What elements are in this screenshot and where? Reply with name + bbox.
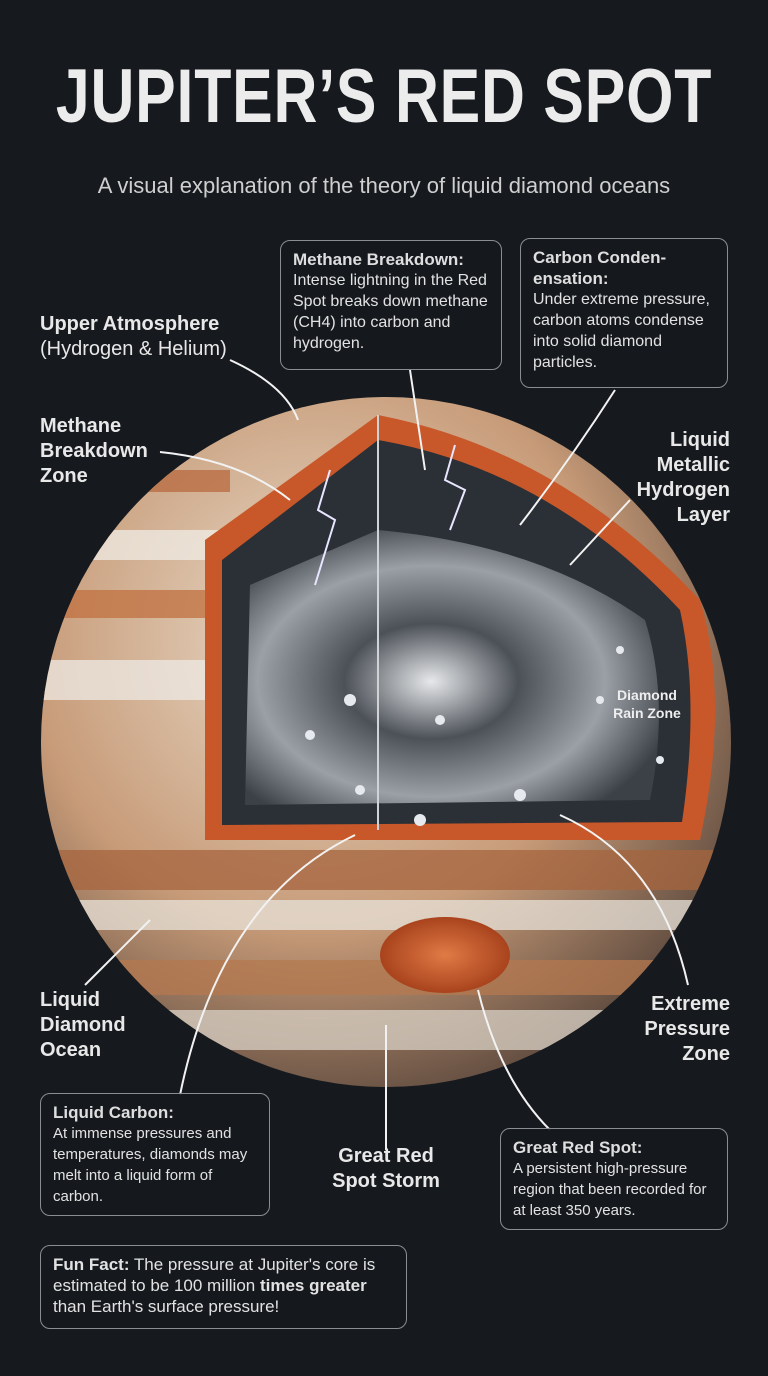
upper-atmosphere-text: Upper Atmosphere — [40, 313, 220, 335]
label-diamond-rain: Diamond Rain Zone — [613, 687, 681, 721]
label-methane-zone: Methane Breakdown Zone — [40, 415, 148, 487]
box-title: Great Red Spot: — [513, 1138, 643, 1157]
page-title: JUPITER’S RED SPOT — [55, 54, 713, 139]
label-liquid-diamond-ocean: Liquid Diamond Ocean — [40, 989, 126, 1061]
fun-fact-bold: times greater — [259, 1276, 367, 1295]
label-metallic-hydrogen: Liquid Metallic Hydrogen Layer — [636, 429, 730, 526]
great-red-spot — [380, 917, 510, 993]
fun-fact-text: The pressure at Jupiter's core is estima… — [53, 1255, 376, 1295]
upper-atmosphere-sub: (Hydrogen & Helium) — [40, 338, 227, 360]
pointer-lines — [84, 359, 689, 1150]
box-title: Methane Breakdown: — [293, 250, 464, 269]
carbon-condensation-box: Carbon Conden-ensation: Under extreme pr… — [520, 238, 728, 388]
box-text: Intense lightning in the Red Spot breaks… — [293, 272, 488, 352]
lightning-bolt — [443, 444, 467, 531]
liquid-metallic-hydrogen-core — [245, 530, 659, 805]
label-great-red-spot-storm: Great Red Spot Storm — [332, 1145, 440, 1192]
diamond-particles — [305, 646, 664, 826]
fun-fact-lead: Fun Fact: — [53, 1255, 130, 1274]
page-subtitle: A visual explanation of the theory of li… — [97, 173, 671, 198]
label-upper-atmosphere: Upper Atmosphere (Hydrogen & Helium) — [40, 312, 227, 362]
box-title: Carbon Conden-ensation: — [533, 248, 667, 288]
box-text: Under extreme pressure, carbon atoms con… — [533, 291, 710, 371]
great-red-spot-box: Great Red Spot: A persistent high-pressu… — [500, 1128, 728, 1230]
methane-breakdown-box: Methane Breakdown: Intense lightning in … — [280, 240, 502, 370]
fun-fact-text-end: than Earth's surface pressure! — [53, 1297, 280, 1316]
fun-fact-box: Fun Fact: The pressure at Jupiter's core… — [40, 1245, 407, 1329]
liquid-carbon-box: Liquid Carbon: At immense pressures and … — [40, 1093, 270, 1216]
lightning-bolt — [314, 469, 337, 586]
box-text: At immense pressures and temperatures, d… — [53, 1125, 248, 1205]
label-extreme-pressure: Extreme Pressure Zone — [644, 993, 730, 1065]
box-text: A persistent high-pressure region that b… — [513, 1160, 707, 1219]
box-title: Liquid Carbon: — [53, 1103, 174, 1122]
